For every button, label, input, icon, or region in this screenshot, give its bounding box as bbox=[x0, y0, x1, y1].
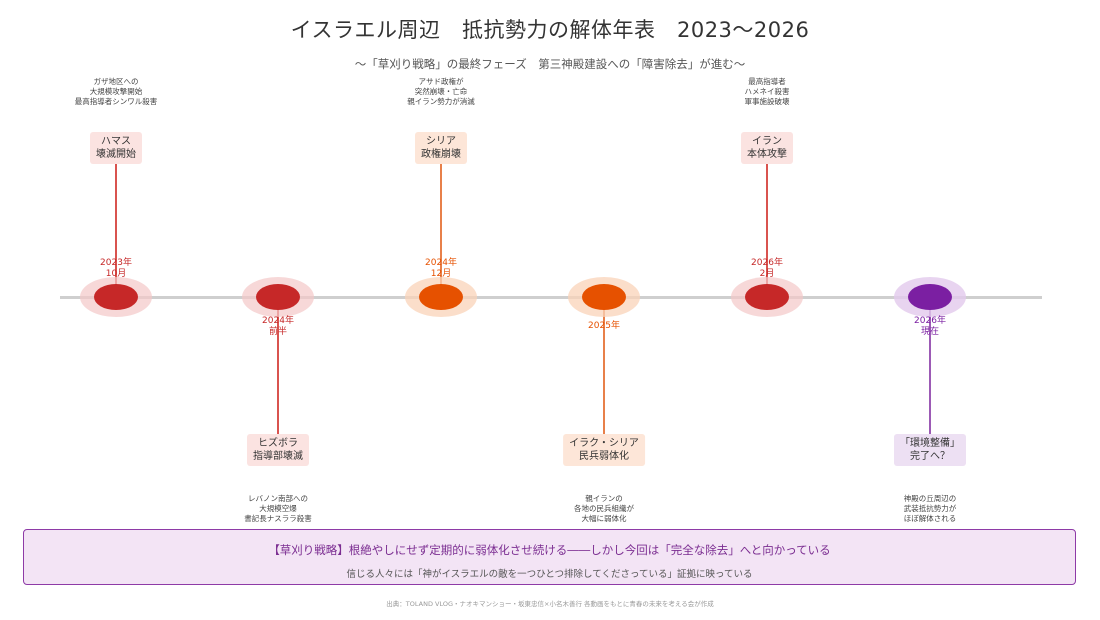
event-tag: ハマス 壊滅開始 bbox=[90, 132, 142, 164]
timeline-event: 2025年 イラク・シリア 民兵弱体化 親イランの 各地の民兵組織が 大幅に弱体… bbox=[563, 277, 645, 523]
event-description: アサド政権が 突然崩壊・亡命 親イラン勢力が消滅 bbox=[407, 77, 475, 106]
event-connector bbox=[277, 297, 279, 437]
event-connector bbox=[440, 164, 442, 297]
event-description: 親イランの 各地の民兵組織が 大幅に弱体化 bbox=[574, 494, 634, 523]
timeline-event: 2024年 12月 シリア 政権崩壊 アサド政権が 突然崩壊・亡命 親イラン勢力… bbox=[405, 77, 477, 317]
event-tag: 「環境整備」 完了へ？ bbox=[894, 434, 966, 466]
event-connector bbox=[603, 297, 605, 437]
event-tag: イラン 本体攻撃 bbox=[741, 132, 793, 164]
event-marker bbox=[908, 284, 952, 310]
event-marker bbox=[94, 284, 138, 310]
event-description: ガザ地区への 大規模攻撃開始 最高指導者シンワル殺害 bbox=[74, 77, 158, 106]
timeline-event: 2026年 現在 「環境整備」 完了へ？ 神殿の丘周辺の 武装抵抗勢力が ほぼ解… bbox=[894, 277, 966, 523]
timeline-event: 2023年 10月 ハマス 壊滅開始 ガザ地区への 大規模攻撃開始 最高指導者シ… bbox=[75, 77, 157, 317]
timeline-event: 2024年 前半 ヒズボラ 指導部壊滅 レバノン南部への 大規模空爆 書記長ナス… bbox=[242, 277, 314, 523]
event-tag: シリア 政権崩壊 bbox=[415, 132, 467, 164]
event-marker bbox=[745, 284, 789, 310]
event-description: 最高指導者 ハメネイ殺害 軍事施設破壊 bbox=[744, 77, 790, 106]
event-tag: ヒズボラ 指導部壊滅 bbox=[247, 434, 309, 466]
event-description: レバノン南部への 大規模空爆 書記長ナスララ殺害 bbox=[244, 494, 312, 523]
event-connector bbox=[115, 164, 117, 297]
banner-sub-text: 信じる人々には「神がイスラエルの敵を一つひとつ排除してくださっている」証拠に映っ… bbox=[346, 569, 753, 580]
strategy-banner: 【草刈り戦略】根絶やしにせず定期的に弱体化させ続ける――しかし今回は「完全な除去… bbox=[23, 529, 1076, 585]
event-description: 神殿の丘周辺の 武装抵抗勢力が ほぼ解体される bbox=[903, 494, 957, 523]
event-connector bbox=[766, 164, 768, 297]
event-date: 2026年 現在 bbox=[914, 316, 946, 337]
event-date: 2025年 bbox=[588, 321, 620, 331]
page-title: イスラエル周辺 抵抗勢力の解体年表 2023〜2026 bbox=[290, 18, 810, 42]
source-credit: 出典：TOLAND VLOG・ナオキマンショー・坂東忠信×小名木善行 各動画をも… bbox=[386, 600, 714, 608]
event-connector bbox=[929, 297, 931, 437]
event-marker bbox=[582, 284, 626, 310]
page-subtitle: 〜「草刈り戦略」の最終フェーズ 第三神殿建設への「障害除去」が進む〜 bbox=[354, 57, 746, 71]
timeline-event: 2026年 2月 イラン 本体攻撃 最高指導者 ハメネイ殺害 軍事施設破壊 bbox=[731, 77, 803, 317]
event-date: 2023年 10月 bbox=[100, 258, 132, 279]
event-date: 2024年 12月 bbox=[425, 258, 457, 279]
event-date: 2026年 2月 bbox=[751, 258, 783, 279]
event-marker bbox=[256, 284, 300, 310]
banner-main-text: 【草刈り戦略】根絶やしにせず定期的に弱体化させ続ける――しかし今回は「完全な除去… bbox=[268, 543, 831, 557]
event-date: 2024年 前半 bbox=[262, 316, 294, 337]
event-tag: イラク・シリア 民兵弱体化 bbox=[563, 434, 645, 466]
timeline-axis bbox=[60, 296, 1042, 299]
event-marker bbox=[419, 284, 463, 310]
